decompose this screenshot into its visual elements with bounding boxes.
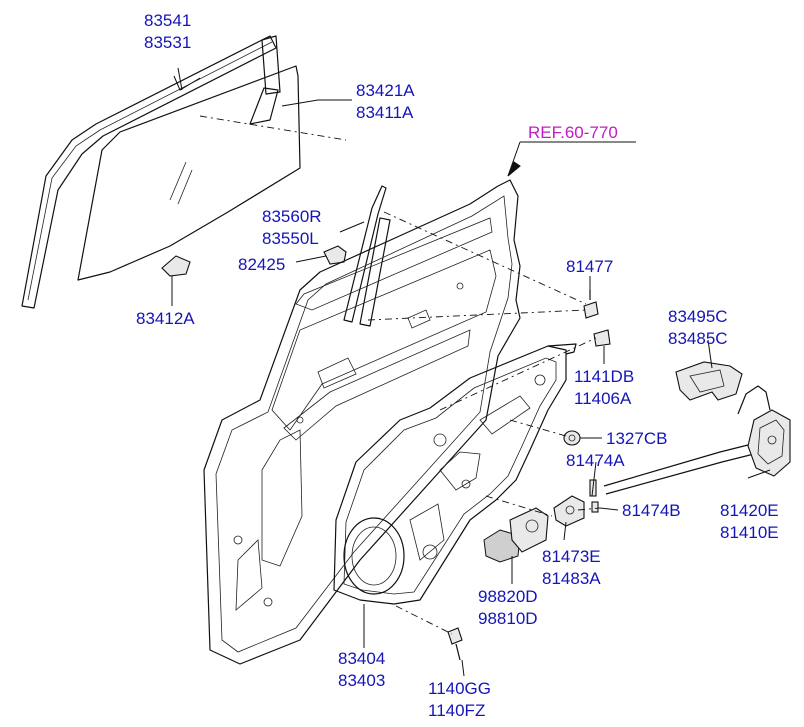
nut-1327cb	[563, 430, 581, 446]
label-83495c: 83495C	[668, 307, 728, 326]
door-module	[333, 343, 577, 605]
window-motor	[483, 507, 549, 563]
door-inner-panel	[203, 179, 521, 665]
label-83541: 83541	[144, 11, 191, 30]
label-82425: 82425	[238, 255, 285, 274]
label-98820d: 98820D	[478, 587, 538, 606]
label-1140gg: 1140GG	[428, 679, 491, 698]
label-81483a: 81483A	[542, 569, 601, 588]
label-83550l: 83550L	[262, 229, 319, 248]
part-labels: 83541 83531 83421A 83411A REF.60-770 835…	[136, 11, 779, 720]
label-83411a: 83411A	[356, 103, 414, 122]
label-1140fz: 1140FZ	[428, 701, 485, 720]
label-83531: 83531	[144, 33, 191, 52]
run-channel	[343, 185, 391, 327]
alignment-lines	[199, 115, 601, 635]
label-83485c: 83485C	[668, 329, 728, 348]
latch-cover	[675, 361, 743, 401]
label-1141db: 1141DB	[574, 367, 634, 386]
bolt-1141db	[593, 329, 611, 347]
label-ref-60-770: REF.60-770	[528, 123, 618, 142]
label-83560r: 83560R	[262, 207, 322, 226]
clip-82425	[323, 245, 347, 265]
glass-run-channel	[21, 35, 281, 309]
label-81473e: 81473E	[542, 547, 601, 566]
label-1327cb: 1327CB	[606, 429, 667, 448]
label-81410e: 81410E	[720, 523, 779, 542]
label-81420e: 81420E	[720, 501, 779, 520]
label-83412a: 83412A	[136, 309, 195, 328]
door-latch	[747, 409, 791, 477]
label-81474b: 81474B	[622, 501, 681, 520]
label-81477: 81477	[566, 257, 613, 276]
label-11406a: 11406A	[574, 389, 632, 408]
bolt-81477	[583, 290, 599, 319]
leader-lines	[171, 67, 771, 677]
label-83403: 83403	[338, 671, 385, 690]
screw-1140gg	[447, 627, 463, 661]
label-83421a: 83421A	[356, 81, 415, 100]
label-83404: 83404	[338, 649, 385, 668]
ratchet-bracket	[553, 495, 585, 527]
label-98810d: 98810D	[478, 609, 538, 628]
door-glass	[77, 65, 301, 281]
label-81474a: 81474A	[566, 451, 625, 470]
glass-holder	[161, 255, 191, 277]
